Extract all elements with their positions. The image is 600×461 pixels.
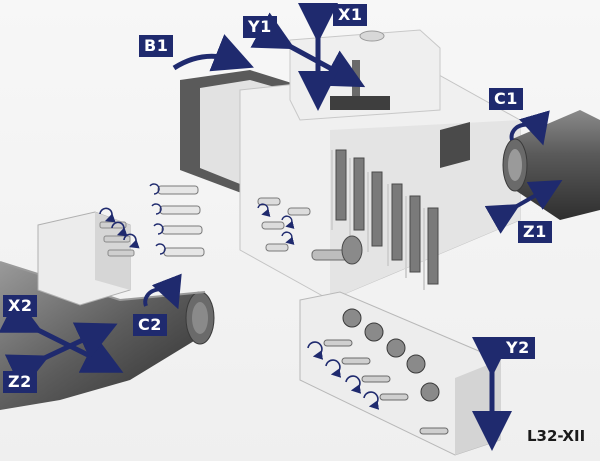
figure-code: L32-XII xyxy=(527,427,586,445)
axis-label-z1: Z1 xyxy=(518,221,552,243)
axis-label-b1: B1 xyxy=(139,35,174,57)
middle-tool-column xyxy=(149,183,205,257)
axis-label-z2: Z2 xyxy=(3,371,37,393)
axis-label-y1: Y1 xyxy=(243,16,277,38)
z1-axis-arrow xyxy=(484,180,563,234)
axis-label-c1: C1 xyxy=(489,88,523,110)
c1-rotation-arrow xyxy=(509,110,550,146)
axis-label-x2: X2 xyxy=(3,295,38,317)
axis-label-x1: X1 xyxy=(333,4,368,26)
z2-axis-arrow xyxy=(4,322,118,391)
left-tool-block xyxy=(37,207,140,306)
axis-label-c2: C2 xyxy=(133,314,167,336)
b1-rotation-arrow xyxy=(172,34,254,72)
axis-label-y2: Y2 xyxy=(501,337,535,359)
c2-rotation-arrow xyxy=(143,273,182,310)
axis-arrows xyxy=(0,3,563,451)
